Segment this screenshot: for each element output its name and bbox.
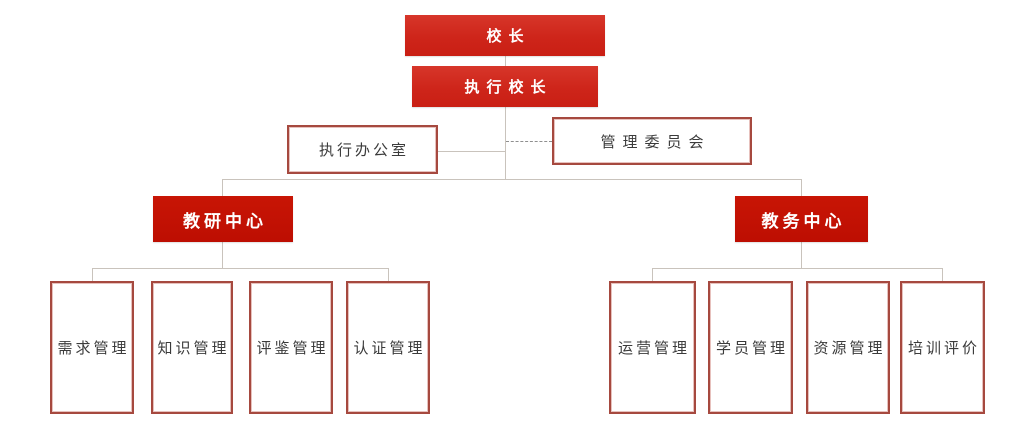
node-executive-principal-label: 执行校长 [464, 80, 553, 96]
node-evaluation-management: 评鉴管理 [249, 281, 333, 414]
connector-exec-down [505, 107, 506, 179]
node-executive-principal: 执行校长 [412, 66, 598, 107]
connector-rail-research-depts [92, 268, 388, 269]
node-research-center-label: 教研中心 [183, 211, 267, 231]
node-demand-management: 需求管理 [50, 281, 134, 414]
connector-principal-to-exec [505, 56, 506, 66]
node-knowledge-management: 知识管理 [151, 281, 233, 414]
node-resource-management: 资源管理 [806, 281, 890, 414]
node-executive-office: 执行办公室 [287, 125, 438, 174]
node-training-evaluation-label: 培训评价 [907, 341, 980, 357]
connector-committee-dashed [506, 141, 552, 142]
connector-rail-centers [222, 179, 802, 180]
connector-drop-academic-center [801, 179, 802, 196]
node-research-center: 教研中心 [153, 196, 293, 242]
node-knowledge-management-label: 知识管理 [157, 341, 230, 357]
connector-research-center-down [222, 242, 223, 268]
node-management-committee-label: 管理委员会 [600, 134, 711, 151]
node-principal: 校长 [405, 15, 605, 56]
node-academic-center: 教务中心 [735, 196, 868, 242]
node-academic-center-label: 教务中心 [761, 211, 846, 231]
node-student-management: 学员管理 [708, 281, 793, 414]
node-student-management-label: 学员管理 [715, 341, 788, 357]
node-training-evaluation: 培训评价 [900, 281, 985, 414]
connector-stub-operations-mgmt [652, 268, 653, 281]
node-demand-management-label: 需求管理 [57, 341, 130, 357]
connector-stub-cert-mgmt [388, 268, 389, 281]
connector-drop-research-center [222, 179, 223, 196]
node-certification-management: 认证管理 [346, 281, 430, 414]
connector-rail-academic-depts [652, 268, 942, 269]
node-executive-office-label: 执行办公室 [318, 143, 409, 159]
node-evaluation-management-label: 评鉴管理 [256, 341, 329, 357]
node-operations-management: 运营管理 [609, 281, 696, 414]
connector-exec-office-solid [438, 151, 505, 152]
connector-stub-training-eval [942, 268, 943, 281]
connector-academic-center-down [801, 242, 802, 268]
connector-stub-demand-mgmt [92, 268, 93, 281]
node-certification-management-label: 认证管理 [353, 341, 426, 357]
node-management-committee: 管理委员会 [552, 117, 752, 165]
node-resource-management-label: 资源管理 [813, 341, 886, 357]
node-principal-label: 校长 [486, 29, 531, 45]
node-operations-management-label: 运营管理 [617, 341, 690, 357]
